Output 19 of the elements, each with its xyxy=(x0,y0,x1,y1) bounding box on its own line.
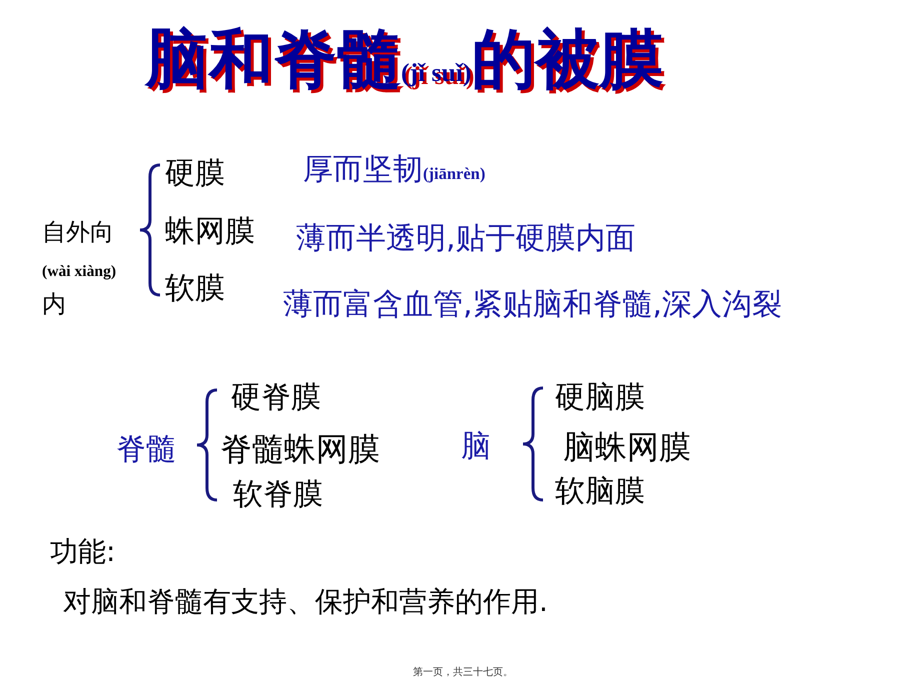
side-label: 自外向(wài xiàng)内 xyxy=(42,217,118,320)
membrane-name: 脑蛛网膜 xyxy=(563,429,691,466)
function-text: 对脑和脊髓有支持、保护和营养的作用. xyxy=(63,586,548,618)
title: 脑和脊髓(jǐ suǐ)的被膜 xyxy=(145,22,664,99)
membrane-name: 软脊膜 xyxy=(233,478,323,512)
membrane-name: 硬膜 xyxy=(165,157,225,192)
membrane-name: 脊髓蛛网膜 xyxy=(220,431,380,468)
membrane-name: 蛛网膜 xyxy=(165,215,255,250)
section-heading: 功能: xyxy=(50,536,116,568)
membrane-name: 软脑膜 xyxy=(555,475,645,510)
membrane-description: 薄而半透明,贴于硬膜内面 xyxy=(296,222,636,256)
membrane-name: 软膜 xyxy=(165,272,225,306)
group-label: 脑 xyxy=(461,430,491,464)
group-label: 脊髓 xyxy=(116,433,176,468)
membrane-description: 厚而坚韧(jiānrèn) xyxy=(303,153,486,188)
page-footer: 第一页，共三十七页。 xyxy=(413,667,513,678)
membrane-name: 硬脑膜 xyxy=(555,381,645,416)
membrane-name: 硬脊膜 xyxy=(231,381,321,416)
membrane-description: 薄而富含血管,紧贴脑和脊髓,深入沟裂 xyxy=(283,288,782,322)
